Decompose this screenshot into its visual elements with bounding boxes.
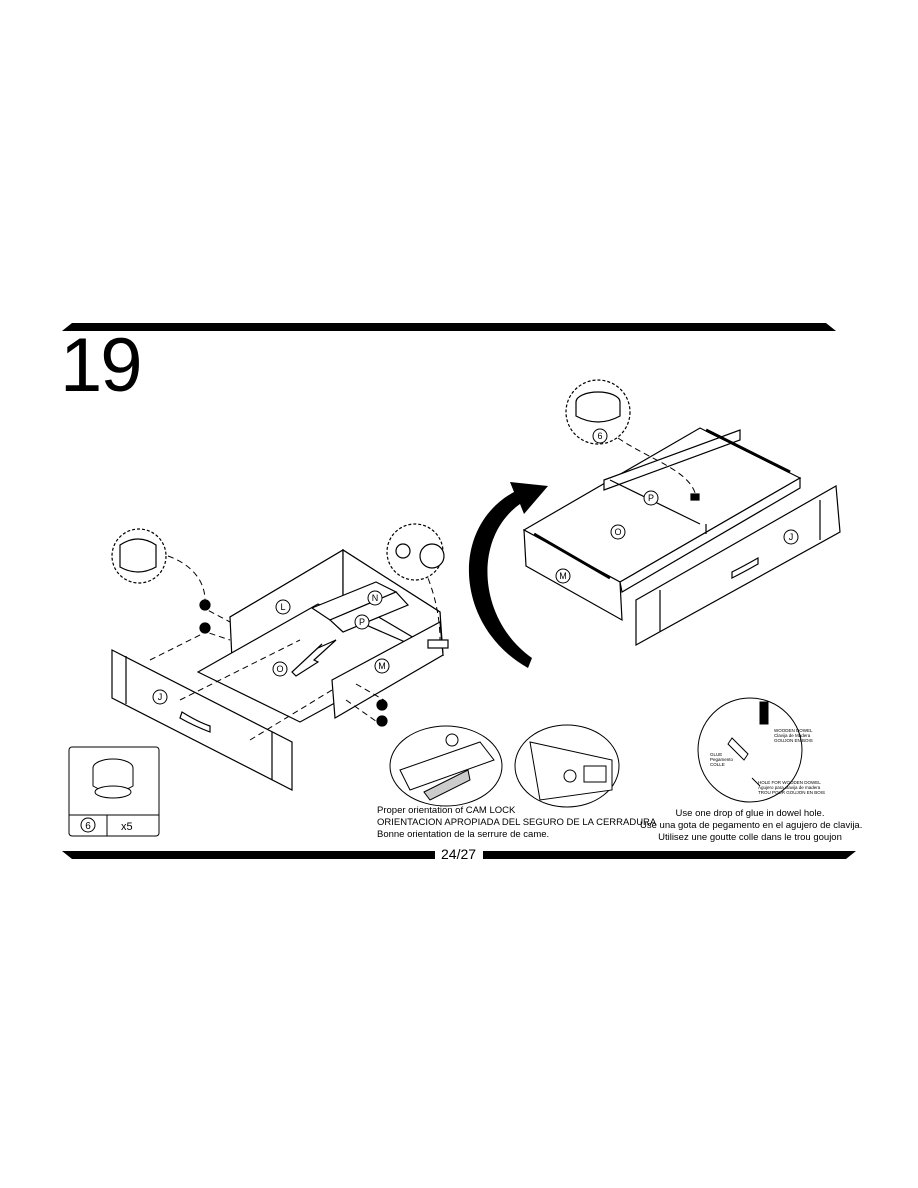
label-right-o: O	[614, 527, 621, 537]
label-o: O	[276, 664, 283, 674]
dowel-label-3: GOUJON EN BOIS	[774, 738, 813, 743]
part-qty: x5	[121, 821, 133, 833]
dowel-label-2: Clavija de Madera	[774, 733, 811, 738]
step-number: 19	[60, 323, 143, 408]
glue-label-1: GLUE	[710, 752, 722, 757]
label-j: J	[158, 692, 163, 702]
label-l: L	[280, 602, 285, 612]
glue-caption-es: Use una gota de pegamento en el agujero …	[640, 820, 863, 831]
bottom-divider-left	[62, 851, 435, 859]
hole-label-3: TROU POUR GOUJON EN BOIS	[758, 790, 825, 795]
parts-box	[68, 746, 160, 837]
hole-label-1: HOLE FOR WOODEN DOWEL	[758, 780, 821, 785]
rotate-arrow	[468, 482, 548, 668]
dowel-label-1: WOODEN DOWEL	[774, 728, 813, 733]
glue-label-2: Pegamento	[710, 757, 734, 762]
glue-caption: Use one drop of glue in dowel hole. Use …	[640, 808, 863, 844]
label-m: M	[378, 661, 386, 671]
label-right-j: J	[789, 532, 794, 542]
page-number: 24/27	[438, 846, 480, 862]
cam-lock-caption-fr: Bonne orientation de la serrure de came.	[377, 829, 550, 840]
glue-detail	[697, 697, 803, 803]
glue-caption-en: Use one drop of glue in dowel hole.	[675, 808, 825, 819]
cam-lock-details	[389, 724, 620, 808]
label-right-p: P	[648, 493, 654, 503]
bottom-divider-right	[483, 851, 856, 859]
label-n: N	[372, 593, 379, 603]
part-id: 6	[85, 821, 91, 832]
label-six: 6	[597, 431, 602, 441]
glue-label-3: COLLE	[710, 762, 725, 767]
cam-lock-caption-es: ORIENTACION APROPIADA DEL SEGURO DE LA C…	[377, 817, 657, 828]
hole-label-2: Agujero para clavija de madera	[758, 785, 821, 790]
assembled-drawer	[522, 379, 841, 647]
label-p: P	[359, 617, 365, 627]
label-right-m: M	[559, 571, 567, 581]
glue-caption-fr: Utilisez une goutte colle dans le trou g…	[658, 832, 842, 843]
cam-lock-caption-en: Proper orientation of CAM LOCK	[377, 805, 516, 816]
top-divider	[62, 323, 836, 331]
cam-lock-caption: Proper orientation of CAM LOCK ORIENTACI…	[377, 805, 656, 841]
